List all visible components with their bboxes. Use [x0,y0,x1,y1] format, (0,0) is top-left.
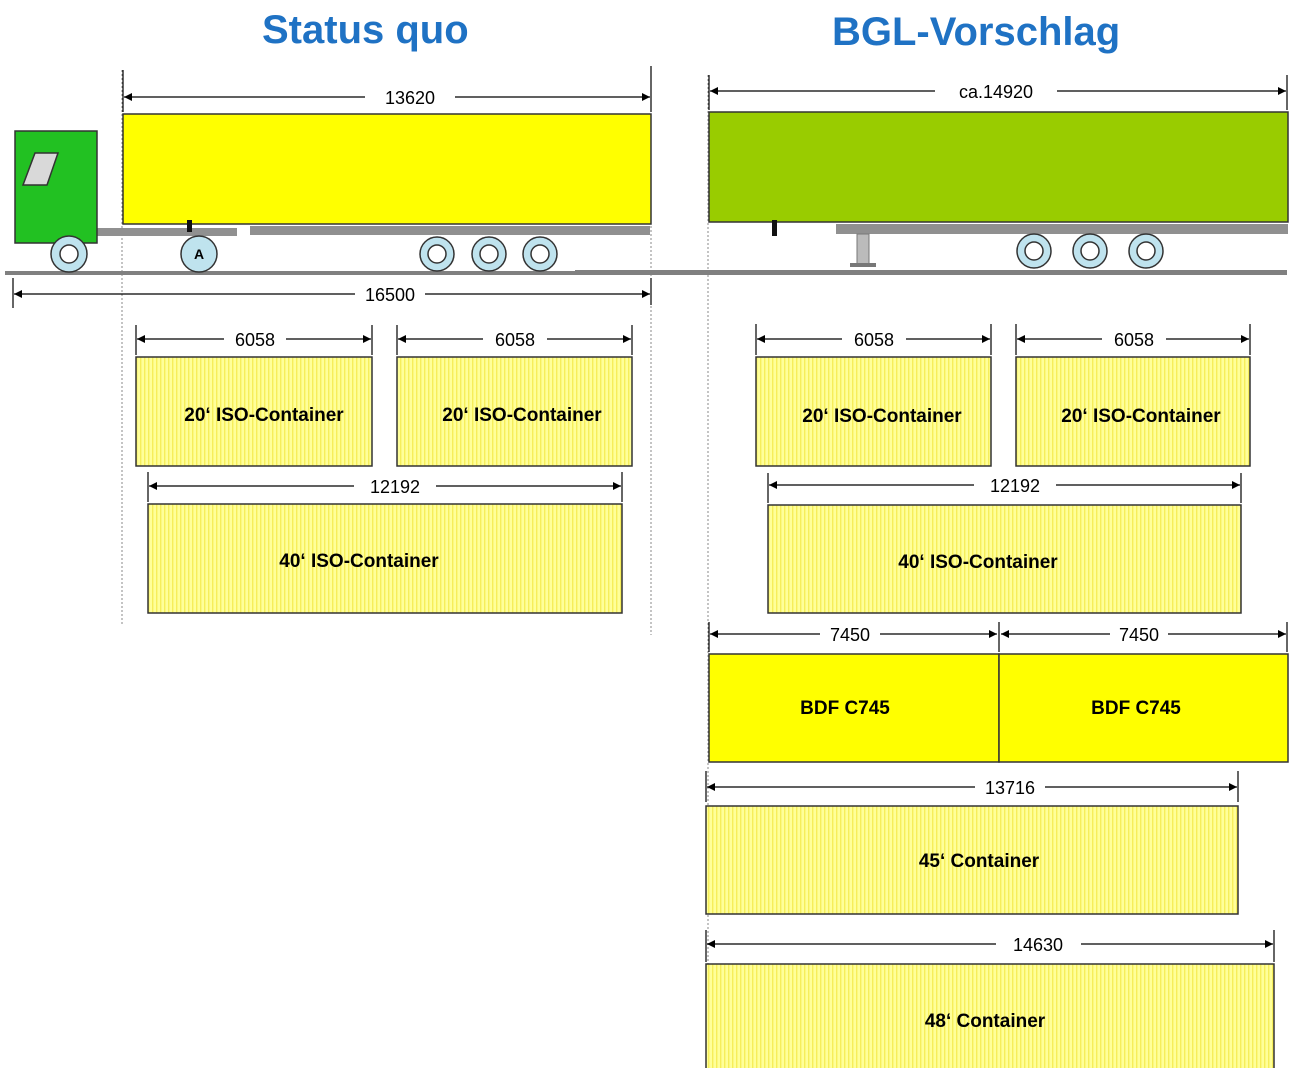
container-label: 20‘ ISO-Container [1061,406,1221,427]
dim-total-status-quo: 16500 [12,278,652,308]
swap-body-label: BDF C745 [800,698,890,719]
sq-20ft-container-a: 6058 20‘ ISO-Container [135,325,373,467]
container-label: 20‘ ISO-Container [802,406,962,427]
trailer-body-bgl [708,111,1289,223]
dim-label-6058: 6058 [495,330,535,350]
bgl-kingpin [772,220,777,236]
trailer-body-status-quo [122,113,652,225]
kingpin [187,220,192,232]
bgl-45ft-container: 13716 45‘ Container [705,771,1239,915]
container-label: 40‘ ISO-Container [898,552,1058,573]
truck-chassis [95,228,237,236]
landing-gear [856,233,870,265]
bgl-20ft-container-b: 6058 20‘ ISO-Container [1015,324,1251,467]
dim-label-13620: 13620 [385,88,435,108]
road-right [575,270,1287,275]
bgl-swap-body-b: 7450 BDF C745 [998,622,1289,763]
dim-label-16500: 16500 [365,285,415,305]
road-left [5,271,765,275]
bgl-containers: 6058 20‘ ISO-Container 6058 20‘ ISO-Cont… [705,324,1289,1068]
bgl-swap-body-a: 7450 BDF C745 [708,622,1000,763]
container-label: 45‘ Container [919,851,1040,872]
sq-40ft-container: 12192 40‘ ISO-Container [147,472,623,614]
truck-cab [14,130,98,244]
bgl-trailer-chassis [836,224,1288,234]
reference-lines [121,70,709,1068]
bgl-40ft-container: 12192 40‘ ISO-Container [767,473,1242,614]
title-bgl-proposal: BGL-Vorschlag [832,10,1121,54]
container-label: 40‘ ISO-Container [279,551,439,572]
container-label: 20‘ ISO-Container [442,405,602,426]
cab-window [21,152,60,186]
front-wheel [50,235,88,273]
dim-label-7450: 7450 [830,625,870,645]
dim-label-6058: 6058 [1114,330,1154,350]
dim-label-14920: ca.14920 [959,82,1033,102]
status-quo-truck: A 13620 [5,66,765,308]
container-label: 48‘ Container [925,1011,1046,1032]
trailer-chassis [250,226,650,235]
dim-label-14630: 14630 [1013,935,1063,955]
bgl-20ft-container-a: 6058 20‘ ISO-Container [755,324,992,467]
dim-trailer-bgl: ca.14920 [708,75,1288,110]
sq-20ft-container-b: 6058 20‘ ISO-Container [396,325,633,467]
dim-trailer-status-quo: 13620 [122,66,652,112]
bgl-trailer: ca.14920 [575,75,1289,275]
status-quo-containers: 6058 20‘ ISO-Container 6058 20‘ ISO-Cont… [135,325,633,614]
dim-label-6058: 6058 [235,330,275,350]
trailer-axles-right [1016,233,1164,269]
coupling-label: A [194,246,204,262]
bgl-48ft-container: 14630 48‘ Container [705,930,1275,1068]
trailer-axles-left [419,236,558,272]
swap-body-label: BDF C745 [1091,698,1181,719]
container-label: 20‘ ISO-Container [184,405,344,426]
landing-gear-foot [850,263,876,267]
dim-label-12192: 12192 [990,476,1040,496]
coupling-wheel-a: A [180,235,218,273]
dim-label-7450: 7450 [1119,625,1159,645]
dim-label-12192: 12192 [370,477,420,497]
dim-label-6058: 6058 [854,330,894,350]
title-status-quo: Status quo [262,8,469,52]
dim-label-13716: 13716 [985,778,1035,798]
